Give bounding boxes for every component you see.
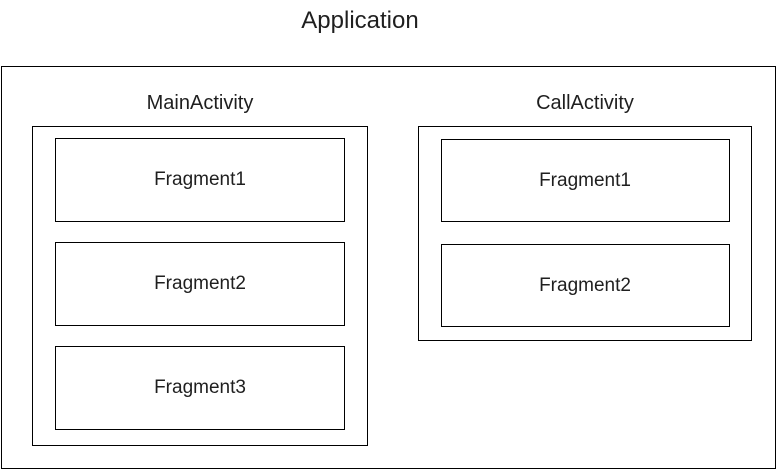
fragment-label: Fragment2 [154,273,246,294]
callactivity-label: CallActivity [536,92,634,114]
fragment-label: Fragment3 [154,377,246,398]
fragment-box: Fragment1 [440,139,730,222]
fragment-label: Fragment1 [154,169,246,190]
fragment-box: Fragment3 [55,346,345,430]
fragment-label: Fragment1 [539,169,631,191]
fragment-box: Fragment2 [440,244,730,327]
fragment-label: Fragment2 [539,274,631,296]
callactivity-box: Fragment1 Fragment2 [418,126,752,341]
mainactivity-label: MainActivity [146,92,254,114]
mainactivity-box: Fragment1 Fragment2 Fragment3 [32,126,368,446]
fragment-box: Fragment2 [55,242,345,326]
application-box: MainActivity CallActivity Fragment1 Frag… [1,66,776,469]
application-title: Application [301,7,419,34]
fragment-box: Fragment1 [55,138,345,222]
